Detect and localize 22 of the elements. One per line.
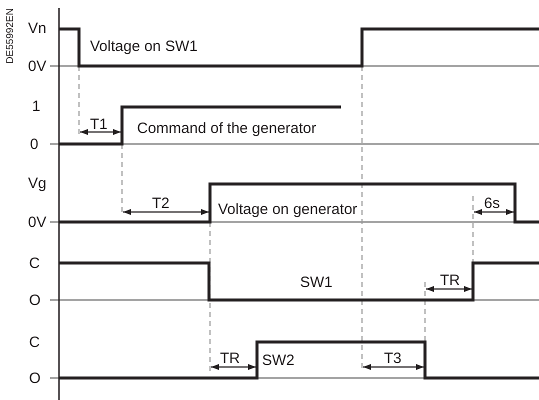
level-label: C xyxy=(29,334,40,351)
level-label: 0V xyxy=(28,214,46,231)
interval-label: T1 xyxy=(90,116,108,133)
interval-label: TR xyxy=(220,350,240,367)
signal-label: Voltage on SW1 xyxy=(90,38,198,55)
signal-label: SW1 xyxy=(300,274,333,291)
level-label: O xyxy=(29,292,41,309)
signal-label: SW2 xyxy=(262,352,295,369)
signal-label: Command of the generator xyxy=(137,120,316,137)
level-label: 1 xyxy=(32,98,40,115)
level-label: 0 xyxy=(30,136,38,153)
level-label: Vg xyxy=(28,175,46,192)
level-label: 0V xyxy=(28,58,46,75)
level-label: O xyxy=(29,370,41,387)
drawing-number: DE55992EN xyxy=(4,8,17,64)
signal-label: Voltage on generator xyxy=(218,201,358,218)
interval-label: T2 xyxy=(152,195,170,212)
level-label: Vn xyxy=(28,20,46,37)
interval-label: T3 xyxy=(384,350,402,367)
level-label: C xyxy=(29,255,40,272)
interval-label: TR xyxy=(440,272,460,289)
interval-label: 6s xyxy=(484,195,500,212)
